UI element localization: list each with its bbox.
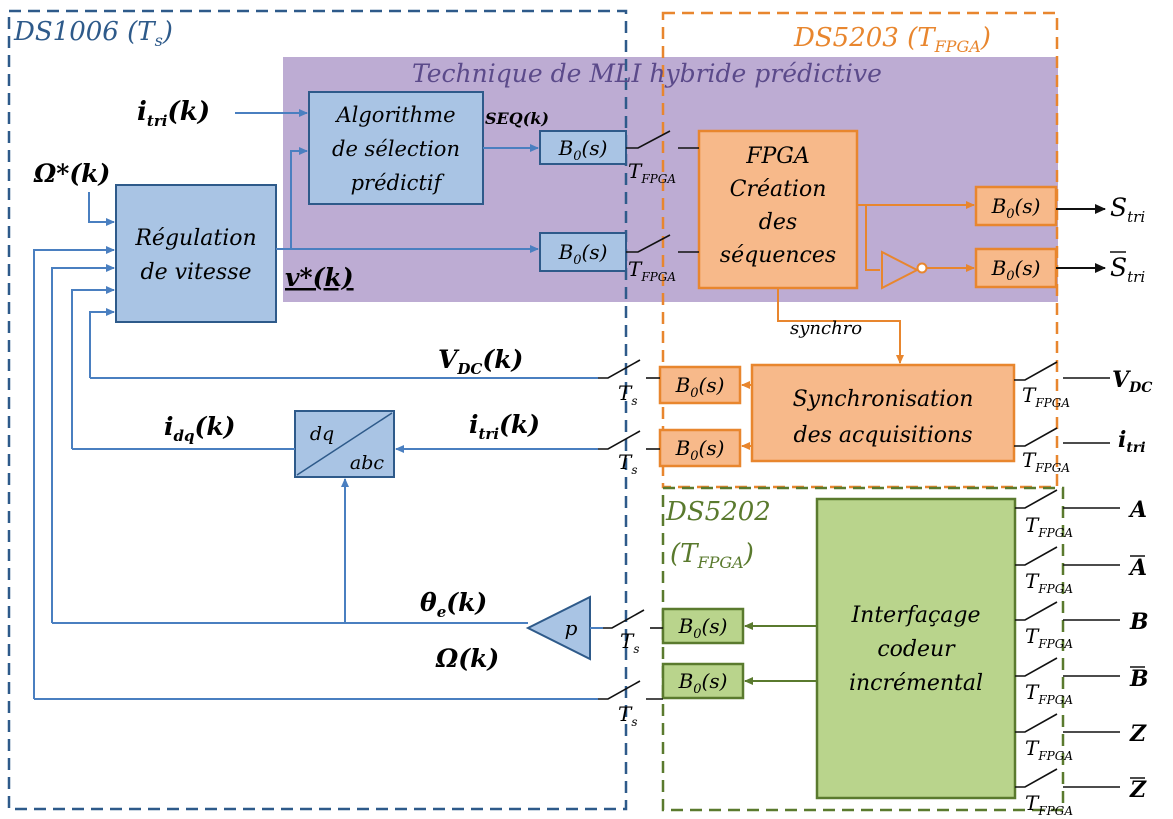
signal-i-tri: itri(k) — [469, 410, 540, 443]
svg-text:Ts: Ts — [618, 450, 638, 477]
regulation-block — [115, 184, 277, 323]
regulation-label-2: de vitesse — [140, 260, 251, 285]
b0-block-s: B0(s) — [974, 185, 1058, 227]
signal-vdc: VDC(k) — [438, 345, 523, 378]
svg-text:p: p — [565, 616, 578, 640]
fpga-label-1: FPGA — [745, 144, 810, 169]
blue-connections — [33, 109, 603, 700]
signal-theta: θe(k) — [420, 588, 487, 621]
svg-text:abc: abc — [350, 452, 384, 474]
svg-text:TFPGA: TFPGA — [1025, 791, 1073, 818]
algorithme-block — [308, 91, 484, 205]
fpga-label-4: séquences — [720, 243, 836, 268]
svg-text:TFPGA: TFPGA — [1025, 513, 1073, 540]
gain-block: p — [525, 595, 591, 661]
svg-text:TFPGA: TFPGA — [1022, 383, 1070, 410]
signal-b: B — [1129, 609, 1149, 635]
signal-z: Z — [1129, 721, 1147, 747]
signal-omega-star: Ω*(k) — [33, 159, 110, 188]
svg-text:A: A — [1128, 555, 1147, 581]
orange-connections — [741, 201, 975, 450]
svg-text:B0(s): B0(s) — [991, 256, 1041, 284]
svg-text:dq: dq — [310, 423, 334, 445]
signal-seq: SEQ(k) — [485, 109, 549, 128]
ds5202-region — [661, 486, 1065, 812]
algorithme-label-2: de sélection — [332, 137, 460, 161]
ds5203-title: DS5203 (TFPGA) — [793, 23, 991, 56]
svg-text:B: B — [1129, 666, 1149, 692]
algorithme-label-3: prédictif — [351, 171, 445, 195]
mli-title: Technique de MLI hybride prédictive — [412, 59, 882, 88]
algorithme-label-1: Algorithme — [334, 103, 455, 127]
svg-text:TFPGA: TFPGA — [1025, 569, 1073, 596]
signal-i-dq: idq(k) — [164, 412, 235, 445]
svg-text:B0(s): B0(s) — [675, 436, 725, 464]
signal-s-tri-bar: Stri — [1110, 251, 1145, 286]
signal-vdc-out: VDC — [1112, 367, 1152, 396]
ds5202-title: DS5202 — [665, 497, 771, 527]
svg-text:B0(s): B0(s) — [558, 240, 608, 268]
b0-block-vdc: B0(s) — [658, 365, 742, 405]
svg-text:B0(s): B0(s) — [675, 373, 725, 401]
svg-text:TFPGA: TFPGA — [1022, 448, 1070, 475]
signal-a: A — [1128, 497, 1147, 523]
regulation-label-1: Régulation — [134, 226, 256, 251]
svg-text:TFPGA: TFPGA — [1025, 624, 1073, 651]
svg-text:TFPGA: TFPGA — [1025, 736, 1073, 763]
synchronisation-label-1: Synchronisation — [793, 387, 974, 412]
green-connections — [744, 622, 817, 685]
fpga-label-2: Création — [730, 177, 827, 202]
ds5202-title-2: (TFPGA) — [670, 539, 754, 572]
svg-text:Ts: Ts — [618, 702, 638, 729]
synchronisation-label-2: des acquisitions — [793, 423, 972, 448]
svg-text:Stri: Stri — [1110, 253, 1145, 286]
b0-block-omega: B0(s) — [661, 662, 745, 700]
switch-labels: TFPGA TFPGA Ts Ts Ts Ts TFPGA TFPGA TFPG… — [618, 159, 1073, 818]
svg-text:Ts: Ts — [618, 381, 638, 408]
signal-s-tri: Stri — [1110, 193, 1145, 226]
interfacage-label-2: codeur — [877, 637, 956, 662]
signal-i-tri-out: itri — [1118, 427, 1146, 456]
signal-a-bar: A — [1128, 555, 1147, 581]
signal-b-bar: B — [1129, 666, 1149, 692]
signal-omega: Ω(k) — [435, 644, 499, 673]
svg-text:Ts: Ts — [620, 629, 640, 656]
interfacage-label-1: Interfaçage — [850, 603, 980, 628]
b0-block-seq: B0(s) — [539, 130, 627, 165]
b0-block-s-bar: B0(s) — [974, 247, 1058, 289]
ds1006-title: DS1006 (Ts) — [13, 17, 173, 50]
svg-text:TFPGA: TFPGA — [1025, 680, 1073, 707]
svg-text:B0(s): B0(s) — [558, 136, 608, 164]
interfacage-label-3: incrémental — [849, 671, 983, 696]
b0-block-v: B0(s) — [539, 232, 627, 272]
ds1006-region — [7, 9, 628, 811]
synchronisation-block — [750, 363, 1016, 463]
interfacage-block — [815, 497, 1017, 800]
svg-text:TFPGA: TFPGA — [628, 159, 676, 186]
svg-text:Z: Z — [1129, 777, 1147, 803]
signal-i-tri-in: itri(k) — [137, 97, 210, 130]
switches — [598, 130, 1120, 788]
signal-synchro: synchro — [790, 318, 862, 339]
dq-abc-block: dq abc — [294, 410, 395, 478]
fpga-block — [697, 129, 859, 290]
b0-block-itri: B0(s) — [658, 428, 742, 468]
b0-block-theta: B0(s) — [661, 607, 745, 645]
signal-v-star: v*(k) — [285, 263, 354, 292]
svg-text:B0(s): B0(s) — [991, 194, 1041, 222]
signal-z-bar: Z — [1129, 777, 1147, 803]
svg-text:B0(s): B0(s) — [678, 669, 728, 697]
svg-text:TFPGA: TFPGA — [628, 257, 676, 284]
svg-text:B0(s): B0(s) — [678, 614, 728, 642]
fpga-label-3: des — [759, 210, 797, 235]
not-gate — [881, 250, 928, 290]
